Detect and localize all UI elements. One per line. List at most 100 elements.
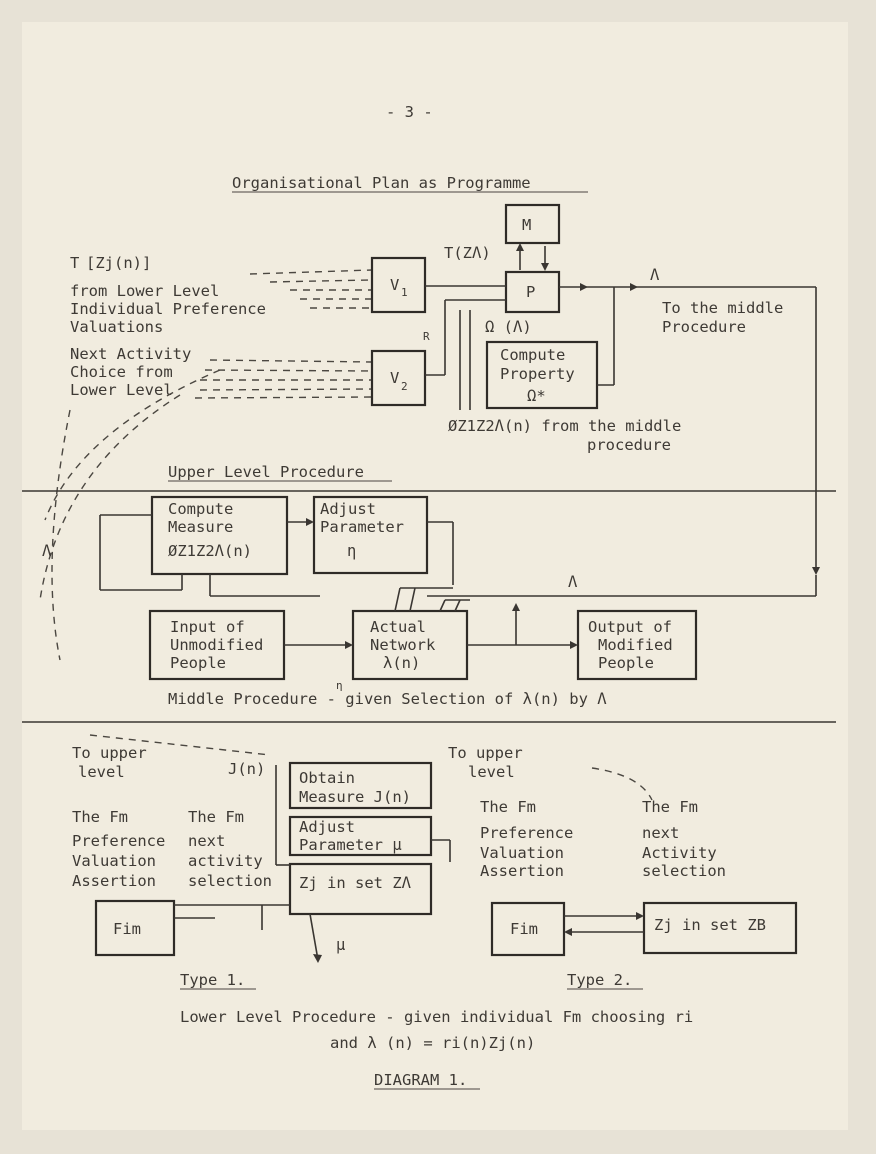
input-people-line3: People [170,654,226,672]
document-page [22,22,848,1130]
output-people-line2: Modified [598,636,673,654]
lambda-middle-left: Λ [42,542,52,560]
t1-next4: selection [188,872,272,890]
lambda-upper: Λ [650,266,660,284]
zj-zlambda-label: Zj in set ZΛ [299,874,412,892]
compute-property-line3: Ω* [527,387,546,405]
t1-pref3: Valuation [72,852,156,870]
upper-level-section: T [Zj(n)] from Lower Level Individual Pr… [39,203,783,661]
t2-pref1: The Fm [480,798,536,816]
pref-input-line2: Individual Preference [70,300,266,318]
adjust-parameter-box [312,495,429,575]
type2-caption: Type 2. [567,971,632,989]
page-number: - 3 - [386,103,433,121]
m-label: M [522,216,531,234]
adjust-mu-line2: Parameter μ [299,836,402,854]
diagram-label: DIAGRAM 1. [374,1071,467,1089]
lower-level-type1: To upper level J(n) The Fm Preference Va… [72,734,451,990]
upper-section-label: Upper Level Procedure [168,463,364,481]
compute-measure-line1: Compute [168,500,233,518]
adjust-parameter-mu-box [288,815,433,857]
lambda-middle-right: Λ [568,573,578,591]
next-input-line1: Next Activity [70,345,191,363]
adjust-parameter-line3: η [347,542,356,560]
compute-measure-line2: Measure [168,518,233,536]
t2-pref3: Valuation [480,844,564,862]
obtain-measure-box [288,761,433,810]
fim-box-type1 [94,899,176,957]
compute-measure-line3: ØZ1Z2Λ(n) [168,542,252,560]
pref-input-Z: [Zj(n)] [86,254,151,272]
t1-pref1: The Fm [72,808,128,826]
p-label: P [526,283,535,301]
t2-next1: The Fm [642,798,698,816]
mu-label: μ [336,936,345,954]
v1-sub: 1 [401,286,408,299]
t1-to-upper2: level [78,763,125,781]
adjust-parameter-line1: Adjust [320,500,376,518]
t2-next3: Activity [642,844,717,862]
compute-property-line1: Compute [500,346,565,364]
t2-pref2: Preference [480,824,573,842]
compute-measure-box [150,495,289,576]
input-dash-lines-v2 [194,359,373,399]
fim-box-type2 [490,901,566,957]
m-box [504,203,561,245]
zj-set-zlambda-box [288,862,433,916]
t2-to-upper2: level [468,763,515,781]
adjust-mu-line1: Adjust [299,818,355,836]
t1-J-label: J(n) [228,760,265,778]
lower-footer-line2: and λ (n) = ri(n)Zj(n) [330,1034,535,1052]
lower-level-type2: To upper level The Fm Preference Valuati… [448,744,798,990]
zj-zb-label: Zj in set ZB [654,916,766,934]
r-mark: R [423,330,430,343]
t1-next3: activity [188,852,263,870]
t2-pref4: Assertion [480,862,564,880]
input-dash-lines-v1 [249,269,373,309]
t1-next1: The Fm [188,808,244,826]
next-input-line3: Lower Level [70,381,173,399]
pref-input-line3: Valuations [70,318,163,336]
p-box [504,270,561,314]
diagram-title: Organisational Plan as Programme [232,174,531,192]
T-of-Z-label: T(ZΛ) [444,244,491,262]
to-middle-line2: Procedure [662,318,746,336]
t2-to-upper1: To upper [448,744,523,762]
t2-next2: next [642,824,679,842]
input-people-line2: Unmodified [170,636,263,654]
omega-label: Ω (Λ) [485,318,532,336]
pref-input-line1: from Lower Level [70,282,219,300]
t2-next4: selection [642,862,726,880]
v2-sub: 2 [401,380,408,393]
compute-property-box [485,340,599,410]
network-line2: Network [370,636,436,654]
middle-level-section: Compute Measure ØZ1Z2Λ(n) Adjust Paramet… [42,286,820,708]
network-line1: Actual [370,618,426,636]
t1-next2: next [188,832,225,850]
v2-label: V [390,369,399,387]
t1-pref2: Preference [72,832,165,850]
lower-footer-line1: Lower Level Procedure - given individual… [180,1008,693,1026]
eta-small: η [336,679,343,692]
zj-set-zb-box [642,901,798,955]
compute-property-line2: Property [500,365,575,383]
obtain-line1: Obtain [299,769,355,787]
v1-label: V [390,276,399,294]
output-people-line1: Output of [588,618,672,636]
output-people-line3: People [598,654,654,672]
network-line3: λ(n) [383,654,420,672]
pref-input-T: T [70,254,79,272]
obtain-line2: Measure J(n) [299,788,411,806]
phi-label: ØZ1Z2Λ(n) from the middle [448,417,681,435]
phi-label2: procedure [587,436,671,454]
type1-caption: Type 1. [180,971,245,989]
fim-type2-label: Fim [510,920,538,938]
middle-section-label: Middle Procedure - given Selection of λ(… [168,690,607,708]
v2-box [370,349,427,407]
v1-box [370,256,427,314]
t1-pref4: Assertion [72,872,156,890]
adjust-parameter-line2: Parameter [320,518,404,536]
to-middle-line1: To the middle [662,299,783,317]
t1-to-upper1: To upper [72,744,147,762]
